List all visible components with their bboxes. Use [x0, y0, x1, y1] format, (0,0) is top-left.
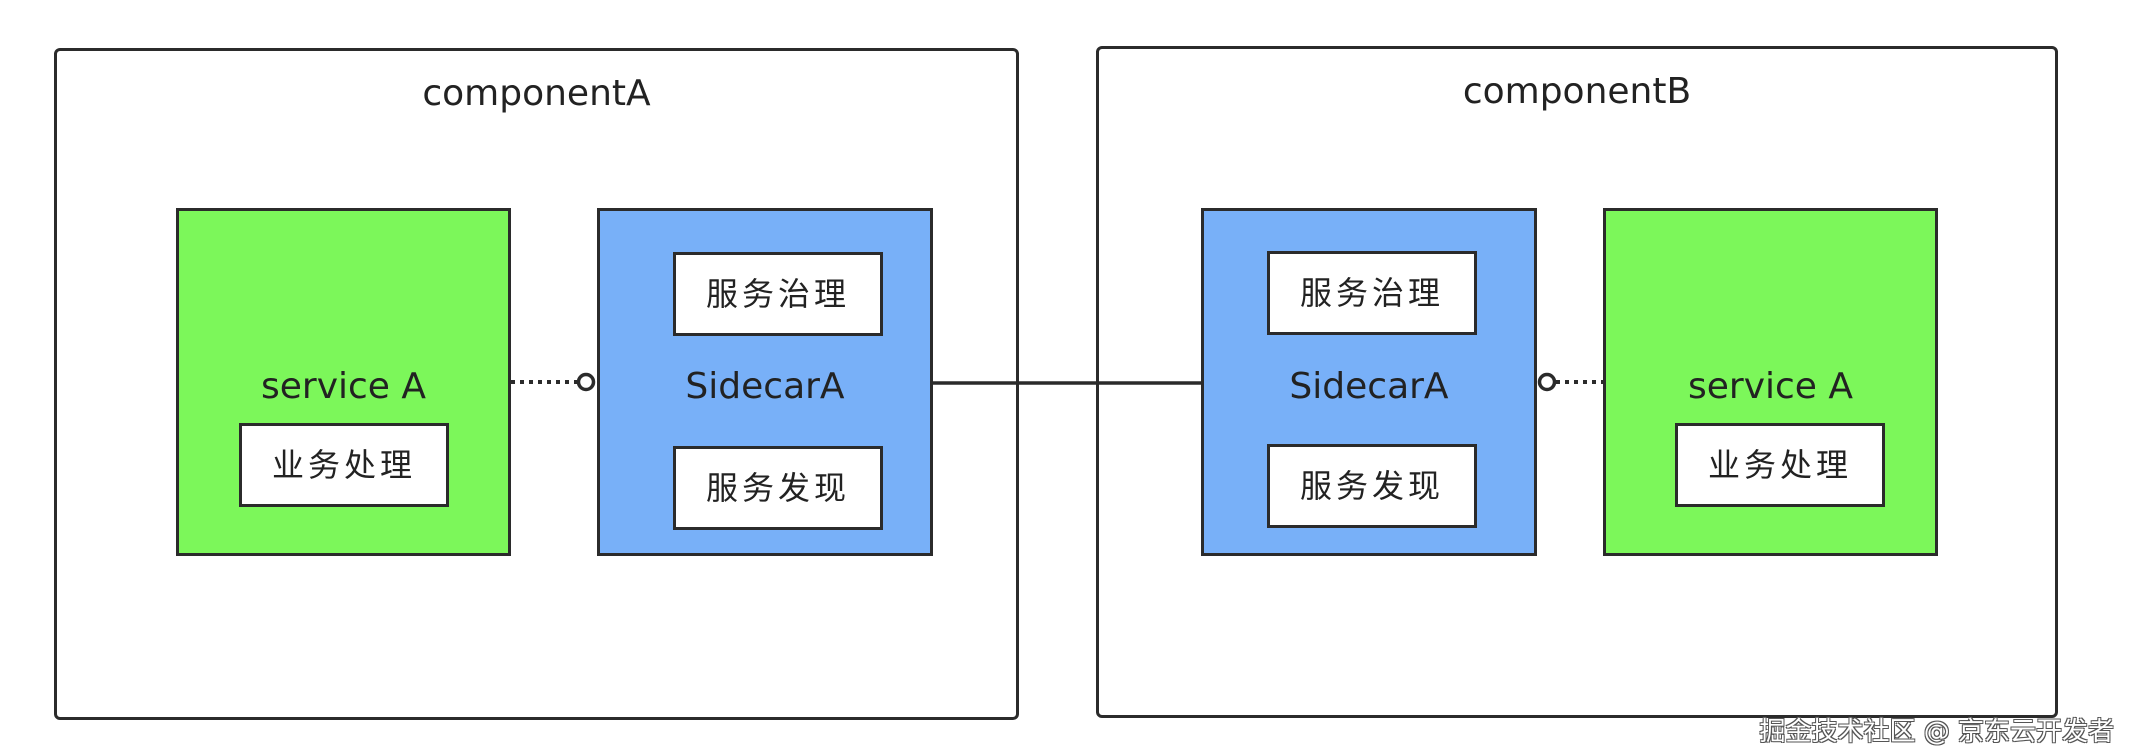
component-b-business-box: 业务处理	[1675, 423, 1885, 507]
component-b-sidecar-label: SidecarA	[1289, 366, 1449, 407]
component-b-service-label: service A	[1687, 366, 1854, 407]
component-a-discovery-box: 服务发现	[673, 446, 883, 530]
component-a-governance-box: 服务治理	[673, 252, 883, 336]
component-b-title: componentB	[1462, 71, 1692, 112]
component-b-discovery-box: 服务发现	[1267, 444, 1477, 528]
watermark: 掘金技术社区 @ 京东云开发者	[1759, 717, 2114, 747]
component-a-sidecar-box: 服务治理 SidecarA 服务发现	[597, 208, 933, 556]
component-a-business-box: 业务处理	[239, 423, 449, 507]
component-a-service-label: service A	[260, 366, 427, 407]
component-b-service-box: service A 业务处理	[1603, 208, 1938, 556]
component-a-service-box: service A 业务处理	[176, 208, 511, 556]
component-b-sidecar-box: 服务治理 SidecarA 服务发现	[1201, 208, 1537, 556]
component-a-sidecar-label: SidecarA	[685, 366, 845, 407]
component-b-governance-box: 服务治理	[1267, 251, 1477, 335]
component-a-title: componentA	[422, 73, 651, 114]
